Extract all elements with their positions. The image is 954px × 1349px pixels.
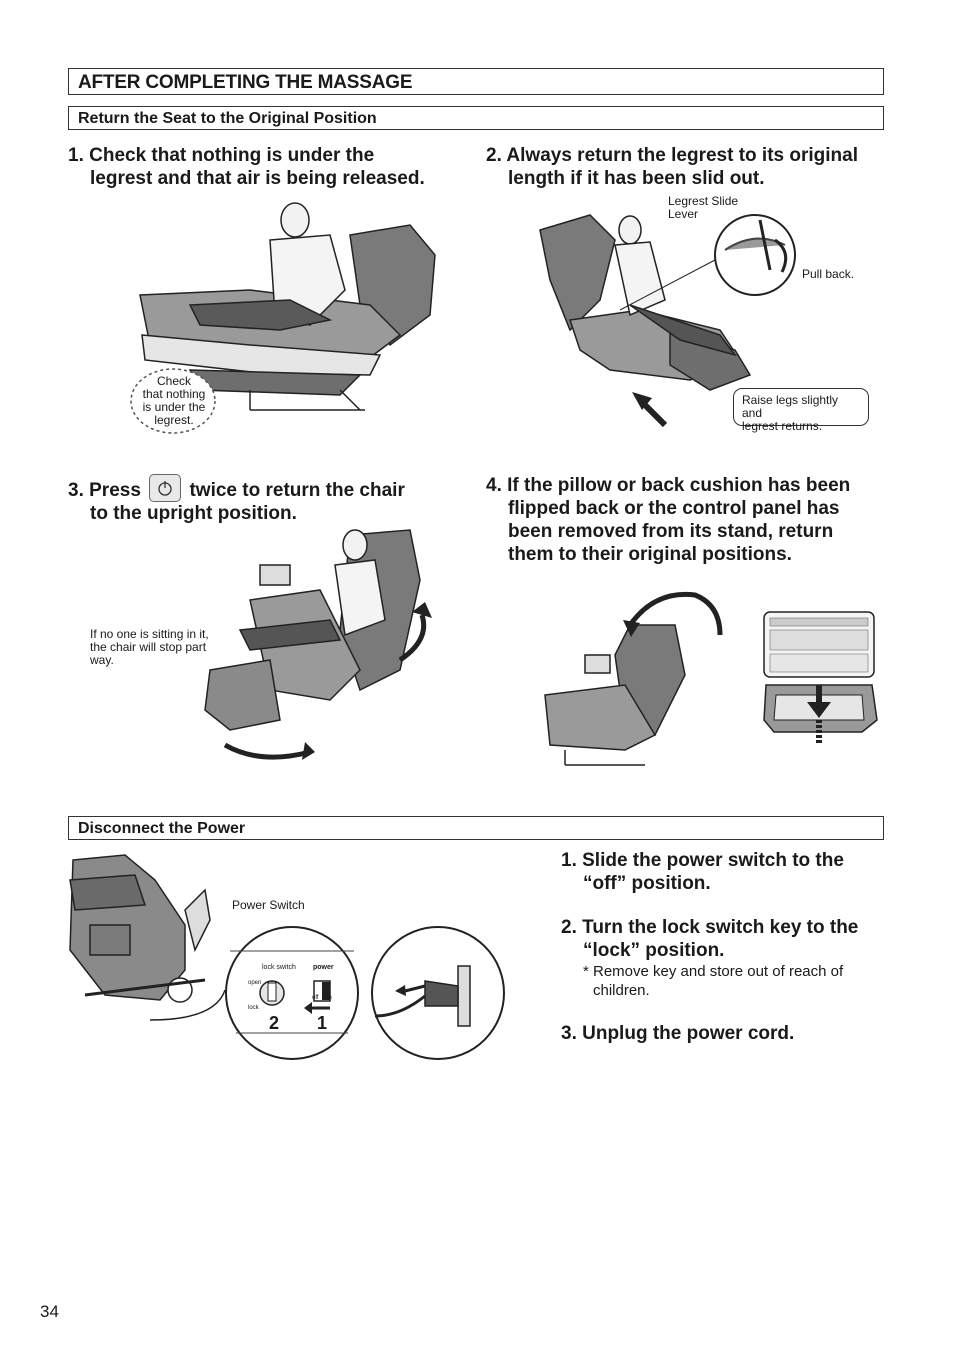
step-3-pre: 3. Press [68,480,141,501]
pull-back-label: Pull back. [802,267,855,281]
step-4-line-3: been removed from its stand, return [508,521,834,542]
lever-line-1: Legrest Slide [668,194,739,208]
raise-line-2: legrest returns. [742,419,823,433]
noone-line-2: the chair will stop part [90,640,207,654]
lever-line-2: Lever [668,207,699,221]
power-step-1-line-1: 1. Slide the power switch to the [561,850,844,871]
step-4-line-2: flipped back or the control panel has [508,498,840,519]
note-line-1: * Remove key and store out of reach of [583,963,844,980]
check-callout-text: Check that nothing is under the legrest. [132,375,216,427]
check-line-3: is under the [142,400,206,414]
raise-line-1: Raise legs slightly and [742,393,839,420]
legrest-slide-illustration [539,214,796,428]
step-3-post: twice to return the chair [189,480,405,501]
power-step-number: 1 [317,1013,328,1033]
chair-rear-illustration [69,854,226,1021]
check-line-4: legrest. [154,413,194,427]
step-2-line-1: 2. Always return the legrest to its orig… [486,145,858,166]
page-number: 34 [40,1302,59,1321]
step-4-line-4: them to their original positions. [508,544,792,565]
noone-line-1: If no one is sitting in it, [90,627,209,641]
pillow-flip-illustration [544,591,723,766]
step-4-line-1: 4. If the pillow or back cushion has bee… [486,475,851,496]
switch-detail-circle [225,926,359,1060]
reclined-chair-illustration [139,202,436,411]
legrest-lever-label: Legrest Slide Lever [668,195,738,221]
control-panel-illustration [763,611,878,745]
note-line-2: children. [593,982,650,999]
step-1-line-1: 1. Check that nothing is under the [68,145,375,166]
step-1-text: 1. Check that nothing is under the legre… [68,144,468,190]
step-1-line-2: legrest and that air is being released. [90,168,425,189]
lock-step-number: 2 [269,1013,280,1033]
noone-line-3: way. [90,653,114,667]
subsection-title-power: Disconnect the Power [68,816,884,840]
no-one-sitting-note: If no one is sitting in it, the chair wi… [90,628,220,667]
check-line-1: Check [156,374,191,388]
power-step-1: 1. Slide the power switch to the “off” p… [561,849,901,895]
lock-switch-label: lock switch [262,964,296,971]
power-step-3: 3. Unplug the power cord. [561,1023,795,1044]
check-line-2: that nothing [142,387,206,401]
lock-label: lock [248,1005,259,1011]
power-step-2-note: * Remove key and store out of reach of c… [583,962,883,1000]
raise-legs-callout: Raise legs slightly and legrest returns. [733,388,869,433]
section-title: AFTER COMPLETING THE MASSAGE [68,68,884,95]
power-step-2-line-2: “lock” position. [583,940,725,961]
power-step-2: 2. Turn the lock switch key to the “lock… [561,916,901,962]
step-2-text: 2. Always return the legrest to its orig… [486,144,906,190]
open-label: open [248,980,262,986]
step-4-text: 4. If the pillow or back cushion has bee… [486,474,906,566]
upright-chair-illustration [204,529,432,760]
power-button-icon [149,474,182,502]
plug-detail-circle [371,926,505,1060]
subsection-title-return: Return the Seat to the Original Position [68,106,884,130]
step-2-line-2: length if it has been slid out. [508,168,765,189]
off-label: off [312,995,319,1001]
power-label: power [313,964,334,971]
step-3-text: 3. Press twice to return the chair to th… [68,474,468,525]
step-3-line-2: to the upright position. [90,503,297,524]
power-step-1-line-2: “off” position. [583,873,711,894]
on-label: on [325,995,332,1001]
power-step-2-line-1: 2. Turn the lock switch key to the [561,917,859,938]
power-switch-label: Power Switch [232,898,305,912]
check-callout-circle [130,368,216,434]
